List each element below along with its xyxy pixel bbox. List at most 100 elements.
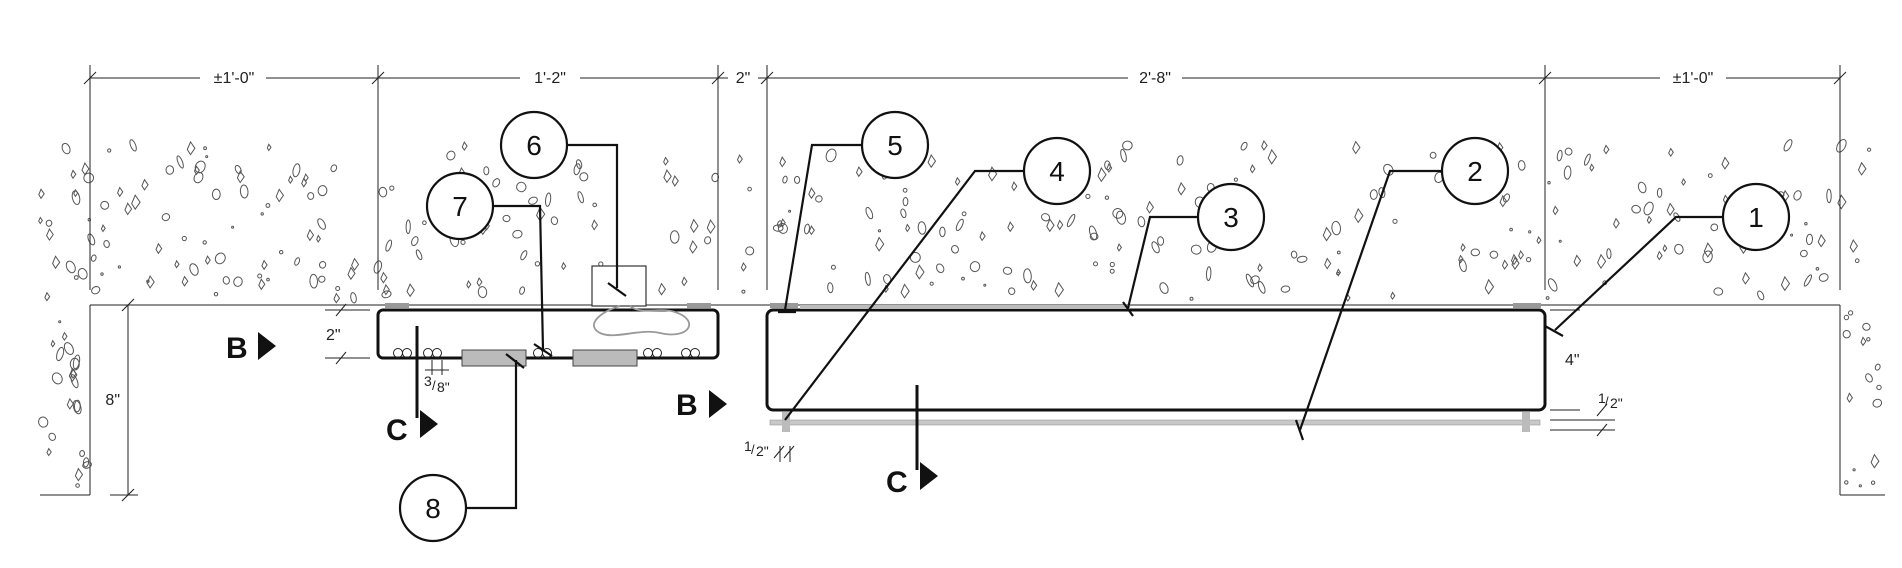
aggregate-particle <box>1866 337 1871 342</box>
aggregate-particle <box>561 261 567 271</box>
aggregate-particle <box>1261 139 1268 151</box>
aggregate-particle <box>1499 194 1508 208</box>
aggregate-particle <box>1392 218 1398 224</box>
aggregate-particle <box>1528 230 1532 234</box>
aggregate-particle <box>1501 259 1509 270</box>
dim-rebar-den: 8" <box>437 379 450 395</box>
aggregate-particle <box>70 169 77 180</box>
aggregate-particle <box>915 264 925 280</box>
aggregate-particle <box>1790 233 1794 237</box>
aggregate-particle <box>181 235 187 242</box>
aggregate-particle <box>1545 296 1550 300</box>
aggregate-particle <box>492 178 501 188</box>
aggregate-particle <box>528 196 538 205</box>
aggregate-particle <box>1390 291 1396 301</box>
aggregate-particle <box>827 282 834 294</box>
aggregate-particle <box>671 174 679 187</box>
aggregate-particle <box>1331 220 1342 236</box>
aggregate-particle <box>100 200 110 210</box>
aggregate-particle <box>745 246 755 256</box>
aggregate-particle <box>483 166 490 176</box>
aggregate-particle <box>1176 155 1184 166</box>
section-mark-b-right: B <box>676 389 698 422</box>
aggregate-particle <box>1681 177 1687 186</box>
aggregate-particle <box>316 234 322 243</box>
dim-top-left: ±1'-0" <box>214 70 255 87</box>
dim-right-slash: / <box>1605 394 1609 409</box>
aggregate-particle <box>294 257 301 266</box>
aggregate-particle <box>202 240 207 245</box>
dim-left-bottom-num: 1 <box>744 438 752 454</box>
dim-top-mid: 1'-2" <box>534 70 566 87</box>
aggregate-particle <box>1589 163 1595 172</box>
aggregate-particle <box>1249 164 1256 174</box>
aggregate-particle <box>1054 281 1065 298</box>
aggregate-particle <box>1257 281 1266 294</box>
aggregate-particle <box>736 154 743 164</box>
aggregate-particle <box>690 218 699 234</box>
dim-right-small-den: 2" <box>1610 395 1623 411</box>
aggregate-particle <box>194 160 206 174</box>
aggregate-particle <box>161 213 171 222</box>
aggregate-particle <box>75 483 80 488</box>
aggregate-particle <box>231 225 235 229</box>
aggregate-particle <box>292 163 301 178</box>
aggregate-particle <box>1008 287 1016 295</box>
aggregate-particle <box>1245 273 1255 288</box>
aggregate-particle <box>1817 233 1826 248</box>
aggregate-particle <box>1870 480 1876 485</box>
aggregate-particle <box>1803 274 1813 287</box>
aggregate-particle <box>1874 363 1881 371</box>
svg-text:1: 1 <box>1748 202 1764 233</box>
aggregate-particle <box>1066 213 1076 228</box>
aggregate-particle <box>983 283 987 287</box>
aggregate-particle <box>411 236 419 247</box>
aggregate-particle <box>1826 188 1832 204</box>
aggregate-particle <box>1383 163 1394 176</box>
small-panel-dimensions: 2" 3 / 8" <box>325 303 450 395</box>
aggregate-particle <box>1862 322 1871 331</box>
aggregate-particle <box>782 175 788 184</box>
aggregate-particle <box>204 255 211 265</box>
aggregate-particle <box>969 261 981 273</box>
aggregate-particle <box>79 450 86 457</box>
aggregate-particle <box>1189 296 1194 301</box>
aggregate-particle <box>1159 282 1169 294</box>
callout-1: 1 <box>1721 182 1791 252</box>
aggregate-particle <box>825 148 837 163</box>
aggregate-particle <box>48 432 57 441</box>
aggregate-texture <box>38 138 1883 488</box>
aggregate-particle <box>103 240 110 248</box>
aggregate-particle <box>1656 250 1663 261</box>
dim-small-height: 2" <box>326 327 341 344</box>
aggregate-particle <box>72 400 82 415</box>
aggregate-particle <box>279 250 284 255</box>
aggregate-particle <box>1702 250 1713 264</box>
small-panel <box>376 265 720 367</box>
aggregate-particle <box>422 220 427 225</box>
aggregate-particle <box>303 173 309 183</box>
aggregate-particle <box>534 261 541 267</box>
aggregate-particle <box>317 218 326 230</box>
aggregate-particle <box>1710 223 1719 232</box>
aggregate-particle <box>1848 310 1854 316</box>
aggregate-particle <box>808 187 816 200</box>
aggregate-particle <box>900 283 910 299</box>
aggregate-particle <box>389 185 395 191</box>
aggregate-particle <box>189 263 199 276</box>
aggregate-particle <box>830 264 836 270</box>
aggregate-particle <box>939 226 946 238</box>
aggregate-particle <box>1429 151 1437 159</box>
aggregate-particle <box>1104 195 1110 200</box>
aggregate-particle <box>68 367 78 383</box>
aggregate-particle <box>519 286 526 295</box>
svg-text:6: 6 <box>526 130 542 161</box>
section-mark-c-left: C <box>386 414 408 447</box>
aggregate-particle <box>1030 279 1038 292</box>
aggregate-particle <box>317 185 328 197</box>
aggregate-particle <box>1858 484 1862 488</box>
aggregate-particle <box>61 331 68 342</box>
aggregate-particle <box>1780 275 1791 292</box>
dim-rebar-slash: / <box>432 378 436 393</box>
aggregate-particle <box>446 150 456 161</box>
